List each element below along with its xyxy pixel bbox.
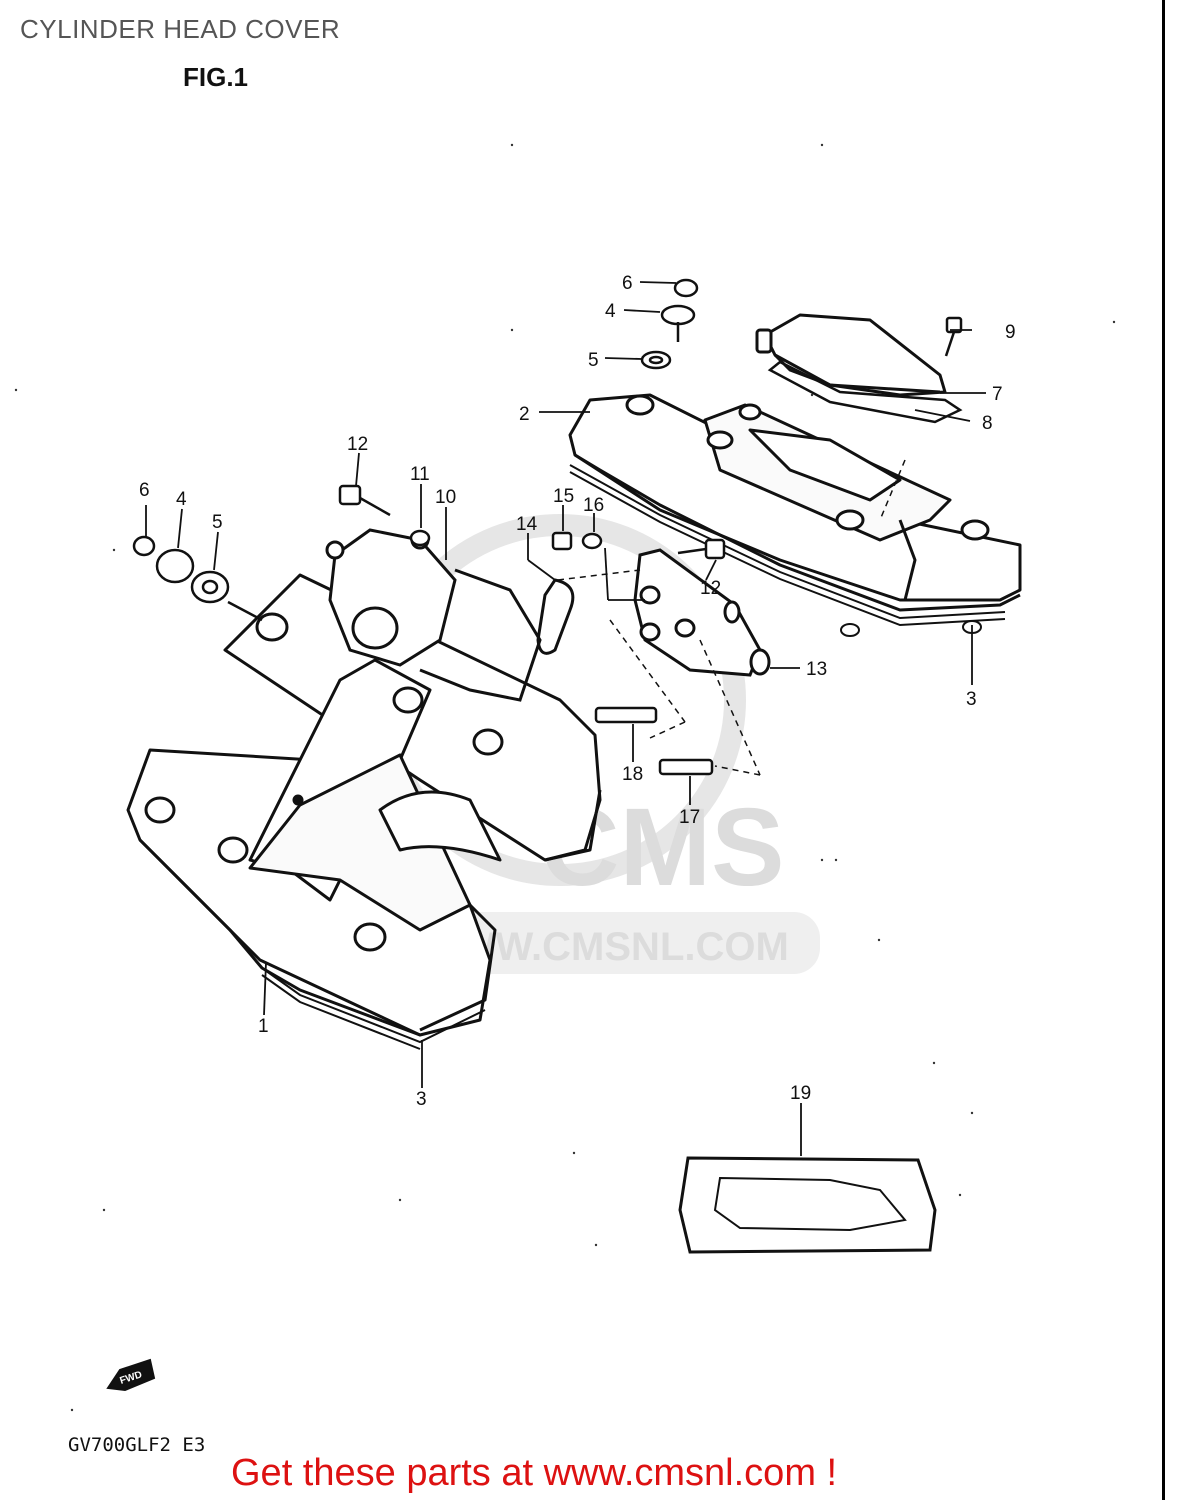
callout-1: 1 xyxy=(258,1016,269,1037)
callout-13: 13 xyxy=(806,659,827,680)
part-6-cap-left xyxy=(132,535,156,557)
part-1-front-head-cover xyxy=(126,573,602,1037)
dashed-lines xyxy=(557,459,906,776)
callout-17: 17 xyxy=(679,807,700,828)
callout-10: 10 xyxy=(435,487,456,508)
callout-6-upper: 6 xyxy=(622,273,633,294)
callout-3-rear: 3 xyxy=(966,689,977,710)
page-title: CYLINDER HEAD COVER xyxy=(20,14,341,44)
callout-8: 8 xyxy=(982,413,993,434)
part-3-gasket-rear xyxy=(569,464,1006,637)
part-8-breather-gasket xyxy=(767,360,963,424)
part-6-cap-upper xyxy=(673,278,699,298)
callout-9: 9 xyxy=(1005,322,1016,343)
leader-lines xyxy=(145,281,986,1156)
model-code: GV700GLF2 E3 xyxy=(68,1434,206,1456)
callout-12-left: 12 xyxy=(347,434,368,455)
callout-6-left: 6 xyxy=(139,480,150,501)
part-4-bolt-upper xyxy=(660,304,696,326)
callout-5-upper: 5 xyxy=(588,350,599,371)
callout-19: 19 xyxy=(790,1083,811,1104)
callout-15: 15 xyxy=(553,486,574,507)
scan-specks xyxy=(14,143,1116,1412)
fwd-arrow-icon: FWD xyxy=(106,1358,156,1392)
part-4-bolt-left xyxy=(155,548,195,584)
callout-4-upper: 4 xyxy=(605,301,616,322)
callout-14: 14 xyxy=(516,514,538,535)
part-18-sensor xyxy=(594,706,658,724)
footer-cta-link[interactable]: Get these parts at www.cmsnl.com ! xyxy=(231,1452,838,1494)
page-border-right xyxy=(1162,0,1165,1500)
part-3-gasket-front xyxy=(261,967,486,1050)
left-cap-bolt-washer xyxy=(132,535,263,622)
watermark-url-bg xyxy=(395,912,820,974)
callout-3-front: 3 xyxy=(416,1089,427,1110)
callout-5-left: 5 xyxy=(212,512,223,533)
callout-11: 11 xyxy=(410,464,430,485)
upper-cap-bolt-washer xyxy=(640,278,699,370)
part-17-sensor xyxy=(658,758,714,776)
part-10-housing xyxy=(325,528,542,702)
callout-16: 16 xyxy=(583,495,604,516)
part-11-washer xyxy=(409,529,431,547)
part-9-bolt xyxy=(944,316,963,357)
part-14-gasket xyxy=(536,578,575,655)
part-12-bolt-right xyxy=(677,538,726,560)
callout-7: 7 xyxy=(992,384,1003,405)
callout-12-right: 12 xyxy=(700,578,721,599)
part-15-bolt xyxy=(551,531,573,551)
part-2-rear-head-cover xyxy=(568,393,1022,612)
figure-label: FIG.1 xyxy=(183,62,249,92)
part-16-washer xyxy=(581,532,603,550)
part-19-gasket-set xyxy=(678,1156,937,1254)
callout-4-left: 4 xyxy=(176,489,187,510)
callout-2: 2 xyxy=(519,404,530,425)
callout-labels: 6 4 5 2 9 7 8 3 13 6 4 5 12 11 10 14 15 … xyxy=(139,273,1016,1110)
part-7-breather-cover xyxy=(755,313,947,397)
part-12-bolt-left xyxy=(338,484,391,517)
callout-18: 18 xyxy=(622,764,643,785)
part-13-union-pipe xyxy=(633,548,771,677)
